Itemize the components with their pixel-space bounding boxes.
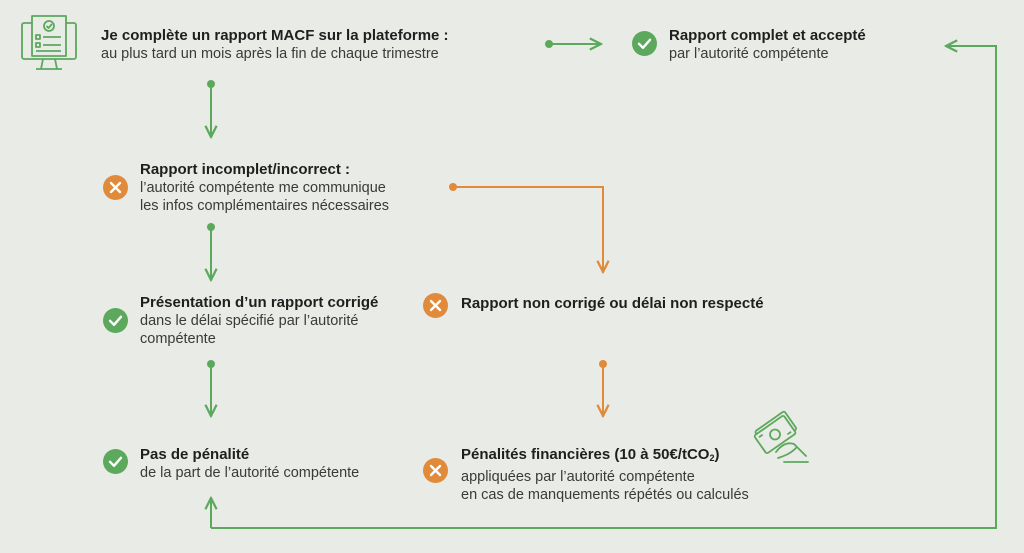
step-no-penalty-line: de la part de l’autorité compétente: [140, 465, 360, 481]
step-submit-report: Je complète un rapport MACF sur la plate…: [101, 26, 449, 63]
step-report-accepted: Rapport complet et accepté par l’autorit…: [669, 26, 866, 63]
step-report-incomplete: Rapport incomplet/incorrect : l’autorité…: [140, 160, 389, 215]
check-circle-icon: [103, 449, 128, 474]
step-submit-description: au plus tard un mois après la fin de cha…: [101, 45, 449, 63]
report-form-monitor-icon: [21, 15, 77, 70]
step-accepted-description: par l’autorité compétente: [669, 45, 866, 63]
step-incomplete-line-1: l’autorité compétente me communique: [140, 180, 386, 196]
step-penalties-title: Pénalités financières (10 à 50€/tCO2): [461, 445, 749, 468]
arrow-feedback-loop: [211, 46, 997, 529]
step-report-not-corrected: Rapport non corrigé ou délai non respect…: [461, 294, 764, 313]
x-circle-icon: [423, 293, 448, 318]
step-accepted-title: Rapport complet et accepté: [669, 27, 866, 44]
step-accepted-line: par l’autorité compétente: [669, 46, 829, 62]
step-not-corrected-title: Rapport non corrigé ou délai non respect…: [461, 295, 764, 312]
check-circle-icon: [103, 308, 128, 333]
arrow-incomplete-to-corrected: [207, 223, 215, 280]
step-submit-line: au plus tard un mois après la fin de cha…: [101, 46, 439, 62]
step-corrected-description: dans le délai spécifié par l’autorité co…: [140, 312, 378, 348]
step-no-penalty-description: de la part de l’autorité compétente: [140, 464, 359, 482]
step-report-corrected: Présentation d’un rapport corrigé dans l…: [140, 293, 378, 348]
step-incomplete-title: Rapport incomplet/incorrect :: [140, 161, 351, 178]
arrow-incomplete-to-not-corrected: [449, 183, 603, 272]
arrow-submit-to-incomplete: [207, 80, 215, 137]
step-penalties-description: appliquées par l’autorité compétente en …: [461, 468, 749, 504]
arrow-corrected-to-no-penalty: [207, 360, 215, 416]
penalties-title-prefix: Pénalités financières (10 à 50€/tCO: [461, 446, 710, 463]
step-incomplete-description: l’autorité compétente me communique les …: [140, 179, 389, 215]
x-circle-icon: [423, 458, 448, 483]
arrow-not-corrected-to-penalties: [599, 360, 607, 416]
step-penalties-line-1: appliquées par l’autorité compétente: [461, 469, 695, 485]
step-corrected-line-2: compétente: [140, 331, 216, 347]
step-no-penalty-title: Pas de pénalité: [140, 446, 250, 463]
penalties-title-subscript: 2: [709, 453, 715, 463]
step-financial-penalties: Pénalités financières (10 à 50€/tCO2) ap…: [461, 445, 749, 504]
step-penalties-line-2: en cas de manquements répétés ou calculé…: [461, 487, 749, 503]
step-submit-title: Je complète un rapport MACF sur la plate…: [101, 27, 449, 44]
penalties-title-suffix: ): [714, 446, 720, 463]
cash-in-hand-icon: [753, 410, 809, 463]
arrow-submit-to-accepted: [545, 40, 601, 48]
step-corrected-title: Présentation d’un rapport corrigé: [140, 294, 379, 311]
x-circle-icon: [103, 175, 128, 200]
step-corrected-line-1: dans le délai spécifié par l’autorité: [140, 313, 359, 329]
step-no-penalty: Pas de pénalité de la part de l’autorité…: [140, 445, 359, 482]
step-incomplete-line-2: les infos complémentaires nécessaires: [140, 198, 390, 214]
check-circle-icon: [632, 31, 657, 56]
